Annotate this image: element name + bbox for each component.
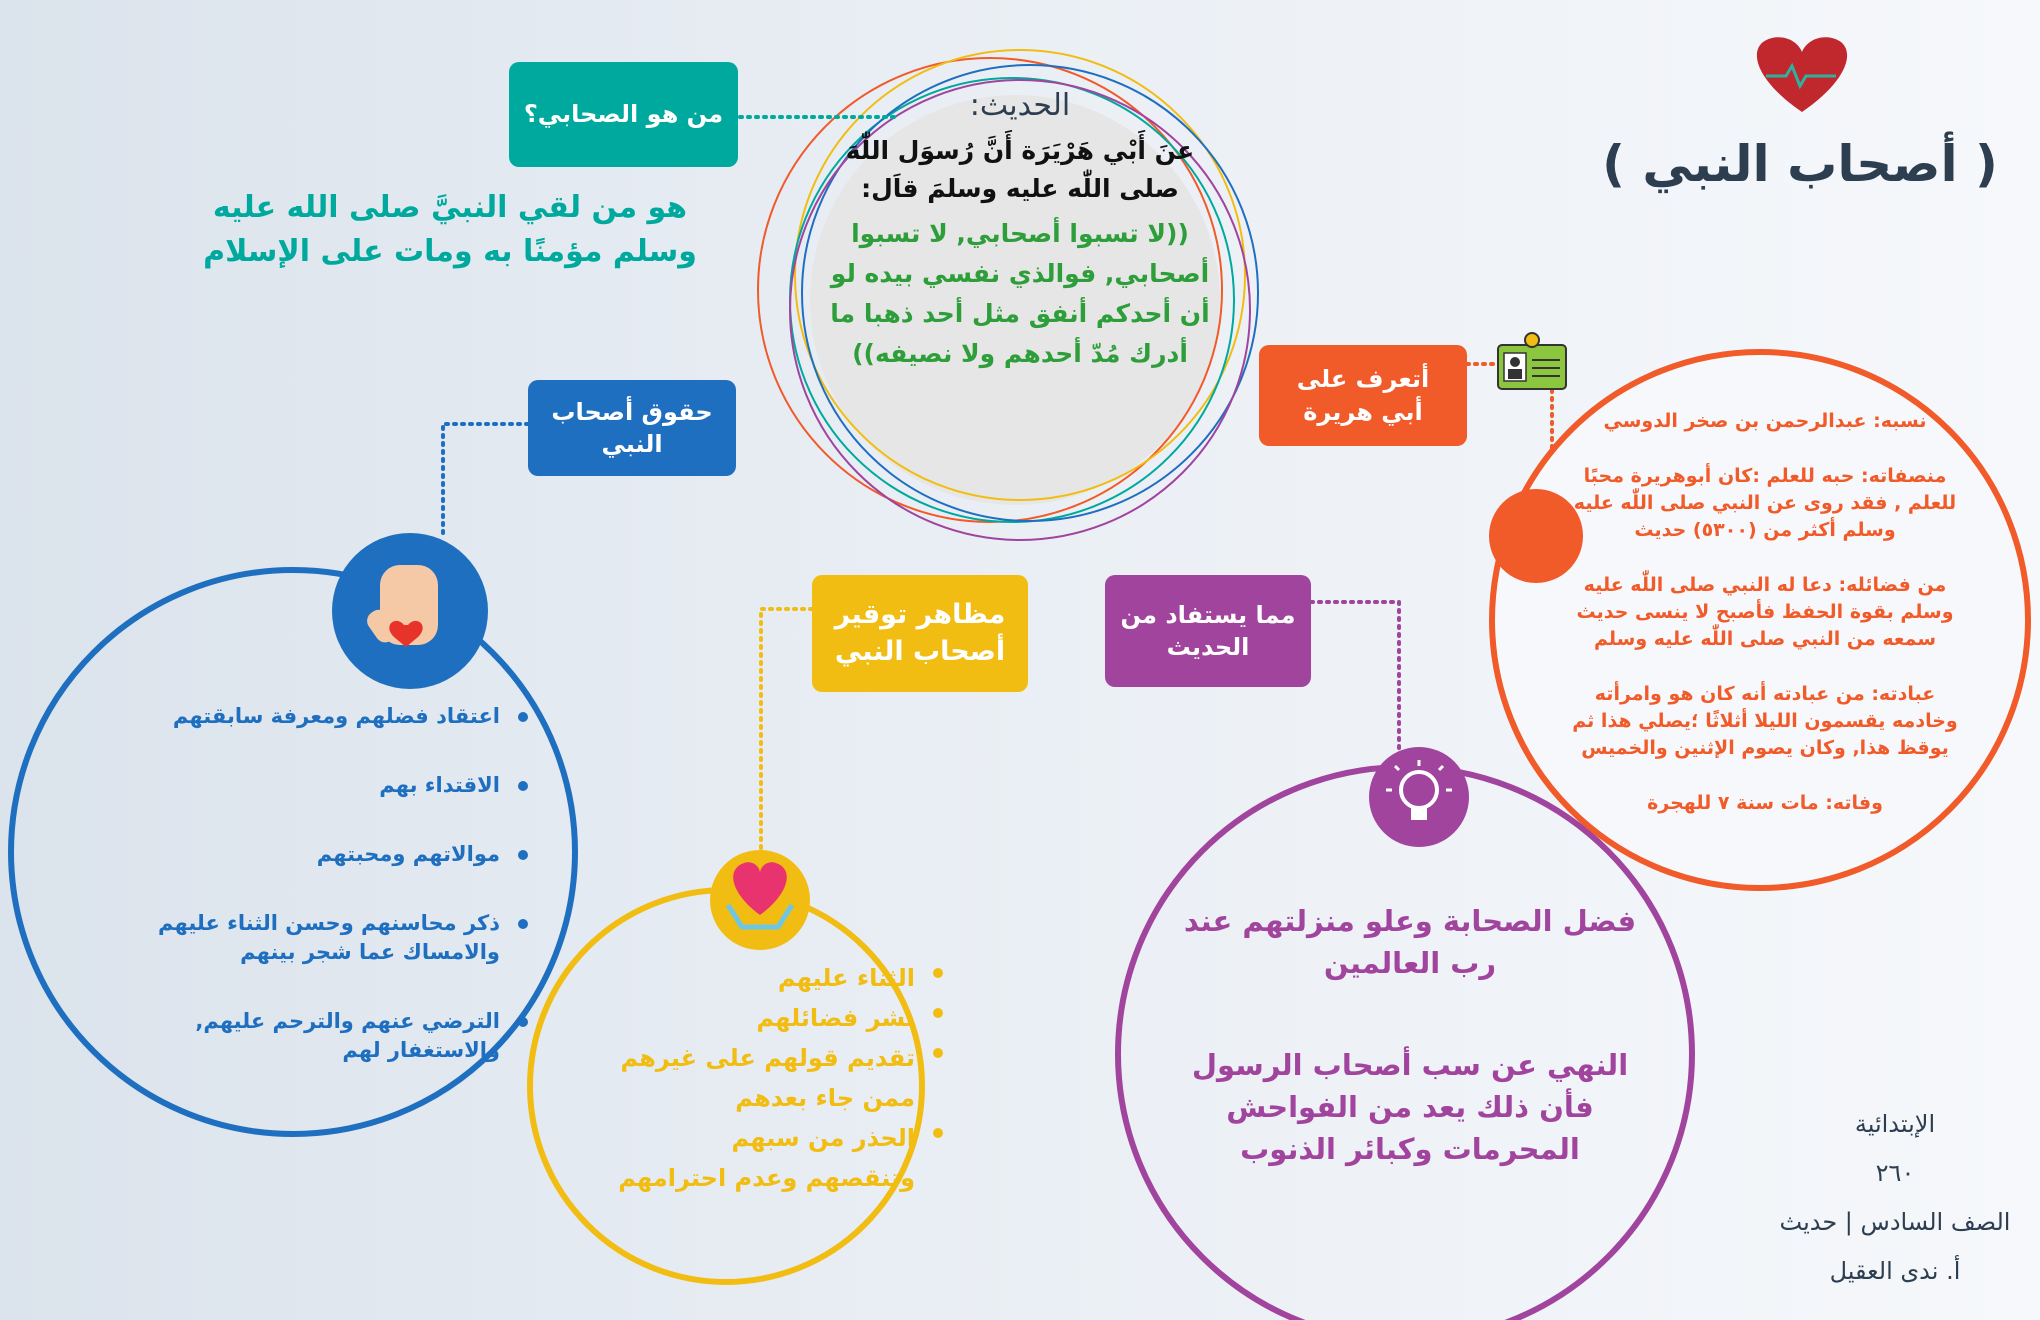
heart-pulse-icon [1756, 37, 1848, 113]
hand-heart-icon [332, 533, 488, 689]
hadith-heading: الحديث: [969, 88, 1071, 123]
death: وفاته: مات سنة ٧ للهجرة [1647, 792, 1883, 814]
respect-box: مظاهر توقير أصحاب النبي [812, 575, 1028, 692]
list-item: الحذر من سبهم وتنقصهم وعدم احترامهم [615, 1118, 943, 1198]
hands-heart-icon [710, 850, 810, 950]
list-item: الترضي عنهم والترحم عليهم, والاستغفار له… [120, 1007, 528, 1065]
year-label: ٢٦٠ [1875, 1159, 1915, 1187]
connector-purple [1309, 600, 1401, 752]
footer-info: الإبتدائية ٢٦٠ الصف السادس | حديث أ. ندى… [1760, 1100, 2030, 1296]
companion-definition: هو من لقي النبيَّ صلى الله عليه وسلم مؤم… [203, 190, 697, 269]
connector-orange [1465, 362, 1554, 494]
qualities: منصفاته: حبه للعلم :كان أبوهريرة محبًا ل… [1573, 465, 1957, 541]
rights-circle [8, 567, 578, 1137]
hadith-intro: عنَ أَبْي هَرْيَرَة أَنَّ رُسوَل اللّٰهَ… [845, 136, 1195, 203]
hadith-block: الحديث: عنَ أَبْي هَرْيَرَة أَنَّ رُسوَل… [815, 86, 1225, 374]
lesson-2: النهي عن سب أصحاب الرسول فأن ذلك يعد من … [1191, 1048, 1629, 1166]
lineage: نسبه: عبدالرحمن بن صخر الدوسي [1603, 410, 1927, 432]
list-item: ذكر محاسنهم وحسن الثناء عليهم والامساك ع… [120, 909, 528, 967]
grade-subject: الصف السادس | حديث [1779, 1208, 2011, 1236]
abu-hurairah-info: نسبه: عبدالرحمن بن صخر الدوسي منصفاته: ح… [1565, 408, 1965, 845]
rights-list: اعتقاد فضلهم ومعرفة سابقتهم الاقتداء بهم… [120, 702, 528, 1105]
id-card-icon [1497, 332, 1567, 390]
list-item: الاقتداء بهم [120, 771, 528, 800]
lesson-1: فضل الصحابة وعلو منزلتهم عند رب العالمين [1183, 904, 1637, 980]
who-is-companion-box: من هو الصحابي؟ [509, 62, 738, 167]
virtues: من فضائله: دعا له النبي صلى اللّٰه عليه … [1576, 574, 1954, 650]
list-item: نشر فضائلهم [615, 998, 943, 1038]
rights-box: حقوق أصحاب النبي [528, 380, 736, 476]
abu-hurairah-circle [1489, 349, 2031, 891]
list-item: الثناء عليهم [615, 958, 943, 998]
list-item: تقديم قولهم على غيرهم ممن جاء بعدهم [615, 1038, 943, 1118]
list-item: اعتقاد فضلهم ومعرفة سابقتهم [120, 702, 528, 731]
list-item: موالاتهم ومحبتهم [120, 840, 528, 869]
abu-hurairah-box: أتعرف على أبي هريرة [1259, 345, 1467, 446]
lightbulb-icon [1369, 747, 1469, 847]
connector-blue [441, 422, 530, 537]
stage-label: الإبتدائية [1854, 1110, 1936, 1138]
orange-dot [1489, 489, 1583, 583]
lessons-box: مما يستفاد من الحديث [1105, 575, 1311, 687]
respect-list: الثناء عليهم نشر فضائلهم تقديم قولهم على… [615, 958, 943, 1198]
hadith-circles [757, 49, 1259, 541]
lessons-block: فضل الصحابة وعلو منزلتهم عند رب العالمين… [1175, 900, 1645, 1170]
page-title: ( أصحاب النبي ) [1602, 135, 1998, 193]
hadith-text: ((لا تسبوا أصحابي, لا تسبوا أصحابي, فوال… [830, 219, 1210, 368]
worship: عبادته: من عبادته أنه كان هو وامرأته وخا… [1572, 683, 1958, 759]
teacher-name: أ. ندى العقيل [1829, 1257, 1961, 1285]
connector-yellow [759, 607, 814, 852]
